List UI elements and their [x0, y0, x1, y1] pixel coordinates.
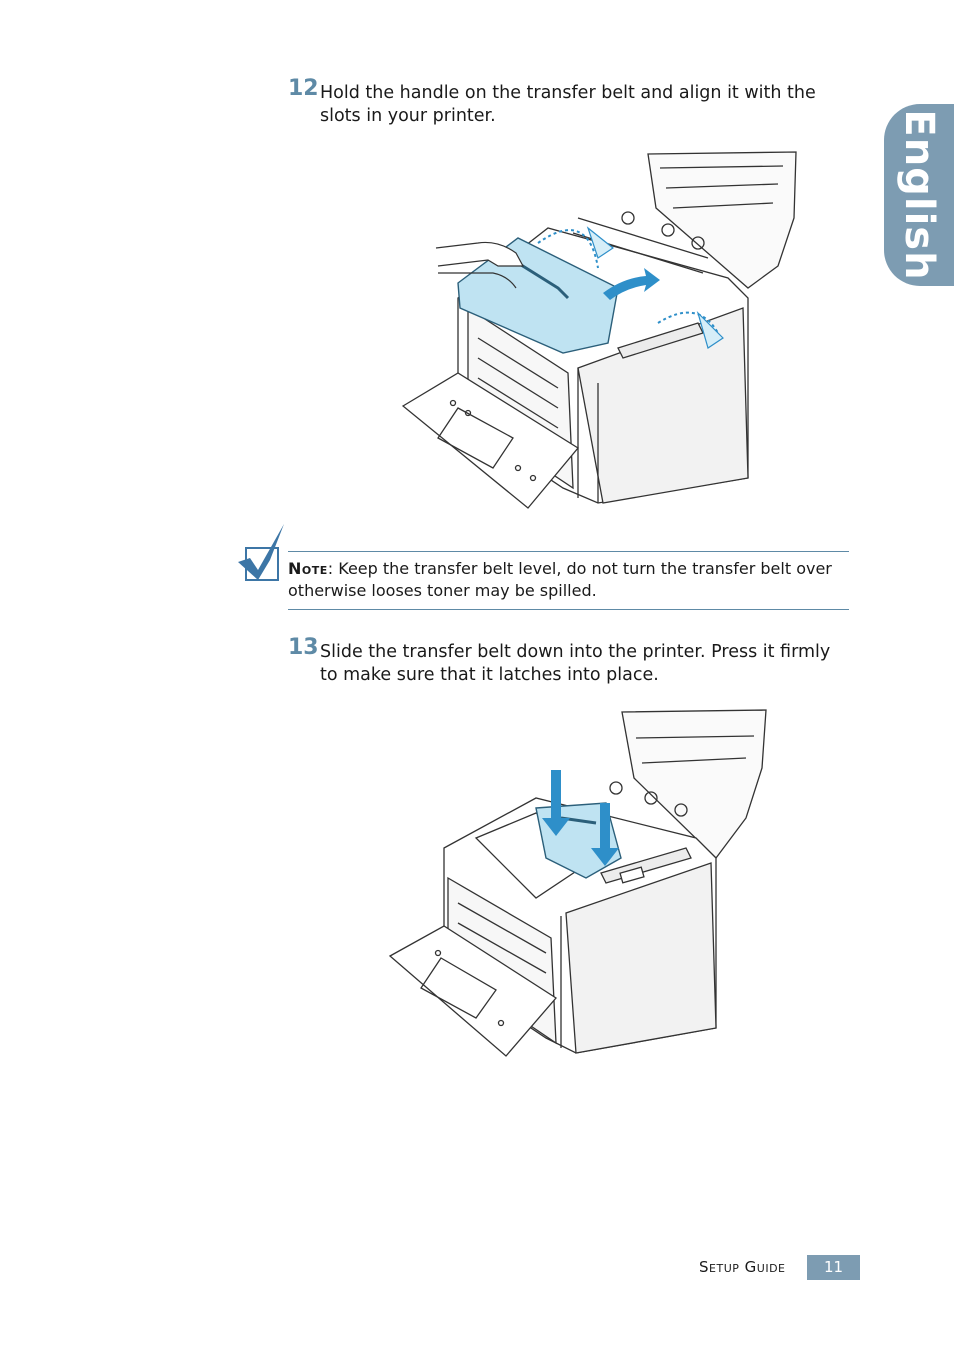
language-tab-label: English — [896, 109, 942, 281]
footer-guide-label: Setup Guide — [699, 1258, 786, 1276]
language-tab: English — [884, 104, 954, 286]
note-box: Note: Keep the transfer belt level, do n… — [288, 551, 849, 610]
note-paragraph: Note: Keep the transfer belt level, do n… — [288, 558, 849, 602]
transfer-belt-insert-illustration — [388, 709, 767, 1057]
note-check-icon — [238, 524, 284, 581]
step-text: Slide the transfer belt down into the pr… — [320, 642, 831, 685]
step-number: 12 — [288, 76, 319, 101]
step-text: Hold the handle on the transfer belt and… — [320, 83, 816, 126]
transfer-belt-align-illustration — [401, 151, 797, 509]
step-number: 13 — [288, 635, 319, 660]
note-text: : Keep the transfer belt level, do not t… — [288, 559, 832, 600]
note-label: Note — [288, 559, 328, 578]
page-number: 11 — [807, 1255, 860, 1280]
